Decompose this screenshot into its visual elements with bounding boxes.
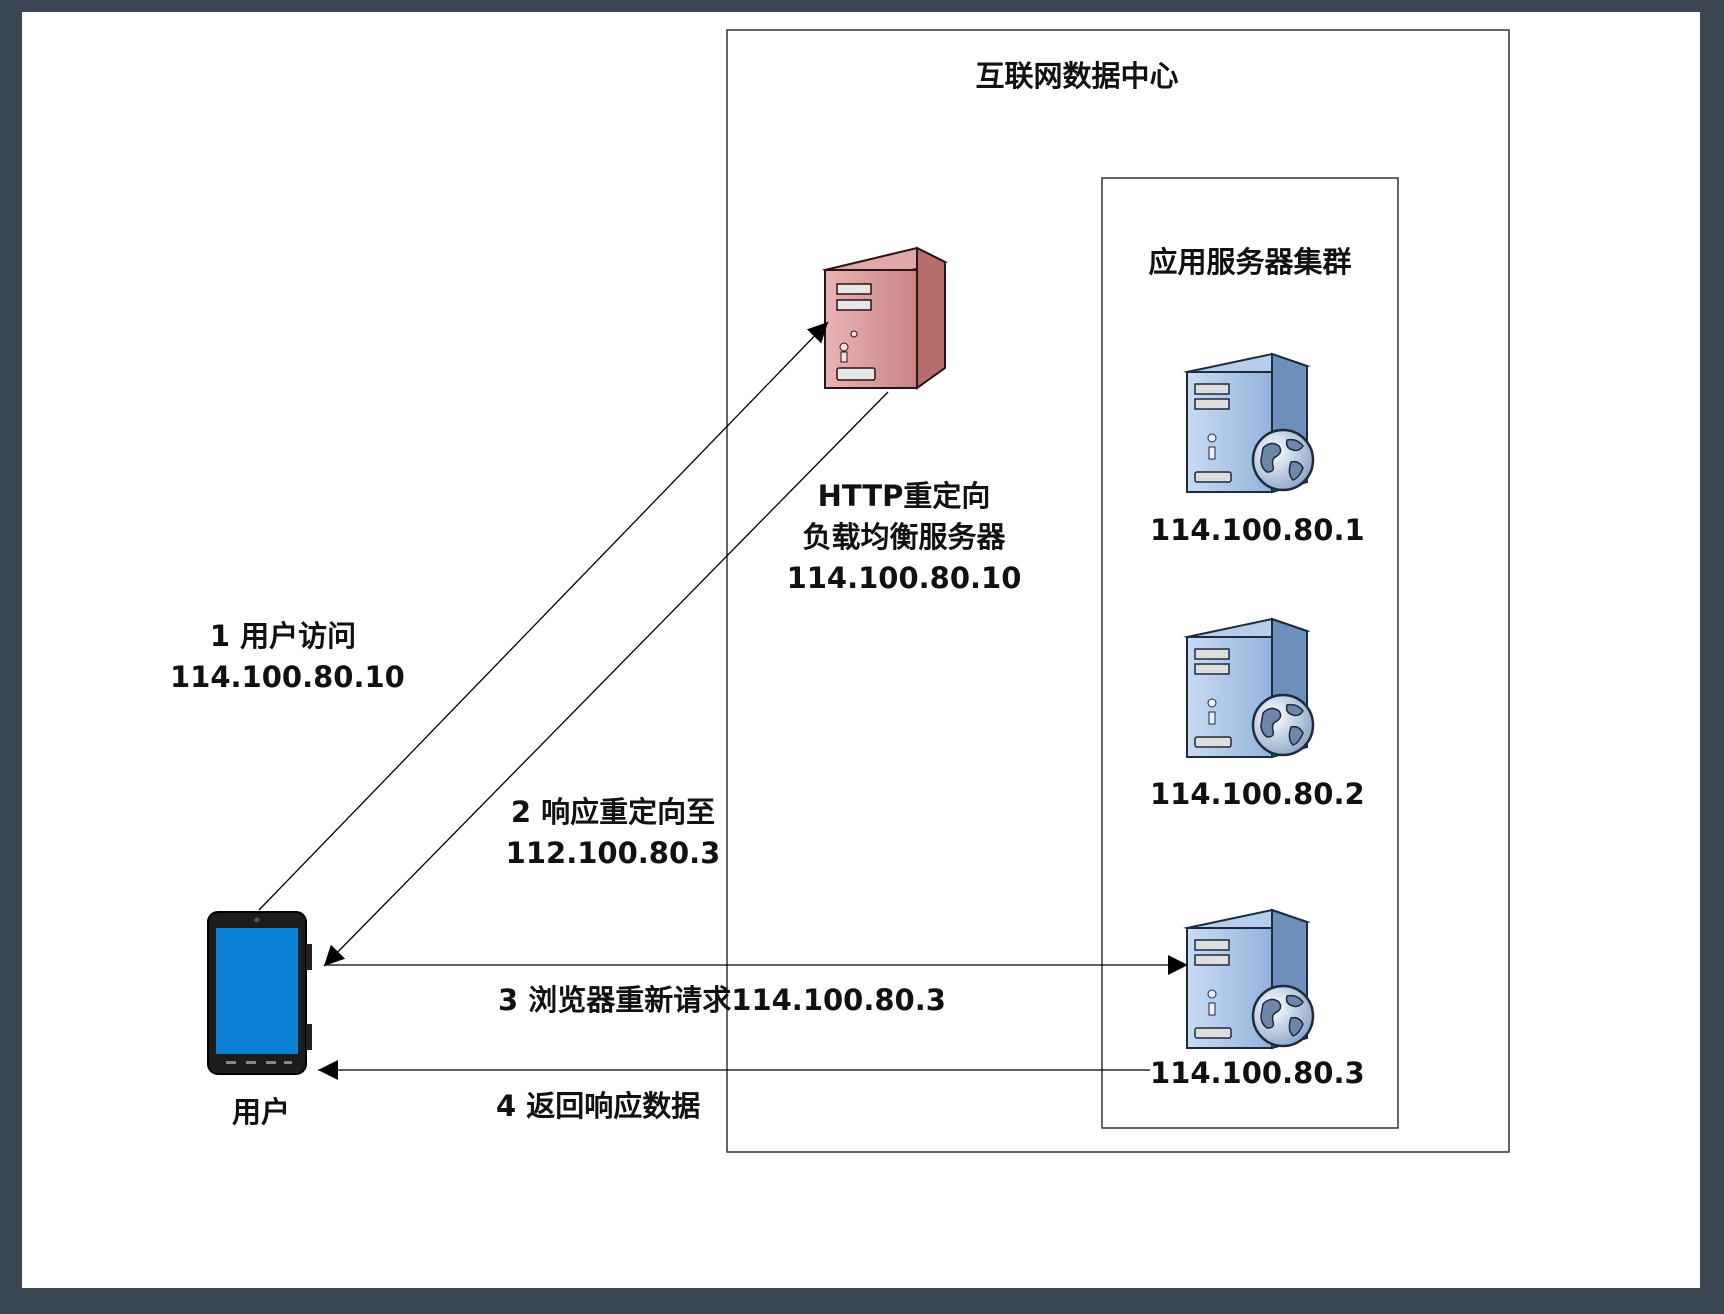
app-server-3-ip: 114.100.80.3 (1150, 1053, 1365, 1095)
load-balancer-server-icon (822, 246, 948, 390)
tablet-icon (207, 911, 312, 1075)
arrow-step1 (258, 321, 829, 911)
step1-label: 1 用户访问 114.100.80.10 (170, 616, 405, 698)
step4-label: 4 返回响应数据 (496, 1089, 701, 1123)
load-balancer-label: HTTP重定向 负载均衡服务器 114.100.80.10 (784, 476, 1024, 600)
app-server-2-ip: 114.100.80.2 (1150, 777, 1365, 811)
step2-label: 2 响应重定向至 112.100.80.3 (498, 792, 728, 874)
step2-line2: 112.100.80.3 (505, 836, 721, 871)
step2-line1: 2 响应重定向至 (510, 795, 716, 829)
arrow-step2 (323, 391, 889, 967)
app-server-icon (1185, 352, 1315, 494)
app-server-icon (1185, 617, 1315, 759)
app-server-1-ip: 114.100.80.1 (1150, 513, 1365, 547)
diagram-svg (207, 29, 1510, 1153)
app-server-icon (1185, 908, 1315, 1050)
load-balancer-line1: HTTP重定向 (817, 479, 991, 513)
step3-label: 3 浏览器重新请求114.100.80.3 (498, 983, 946, 1017)
step1-line2: 114.100.80.10 (170, 660, 405, 695)
step1-line1: 1 用户访问 (209, 619, 357, 653)
cluster-title: 应用服务器集群 (1148, 245, 1352, 279)
user-label: 用户 (231, 1095, 290, 1129)
load-balancer-ip: 114.100.80.10 (786, 561, 1022, 596)
datacenter-title: 互联网数据中心 (975, 59, 1179, 93)
diagram-canvas: 互联网数据中心 应用服务器集群 HTTP重定向 负载均衡服务器 114.100.… (22, 12, 1700, 1288)
load-balancer-line2: 负载均衡服务器 (802, 520, 1006, 555)
